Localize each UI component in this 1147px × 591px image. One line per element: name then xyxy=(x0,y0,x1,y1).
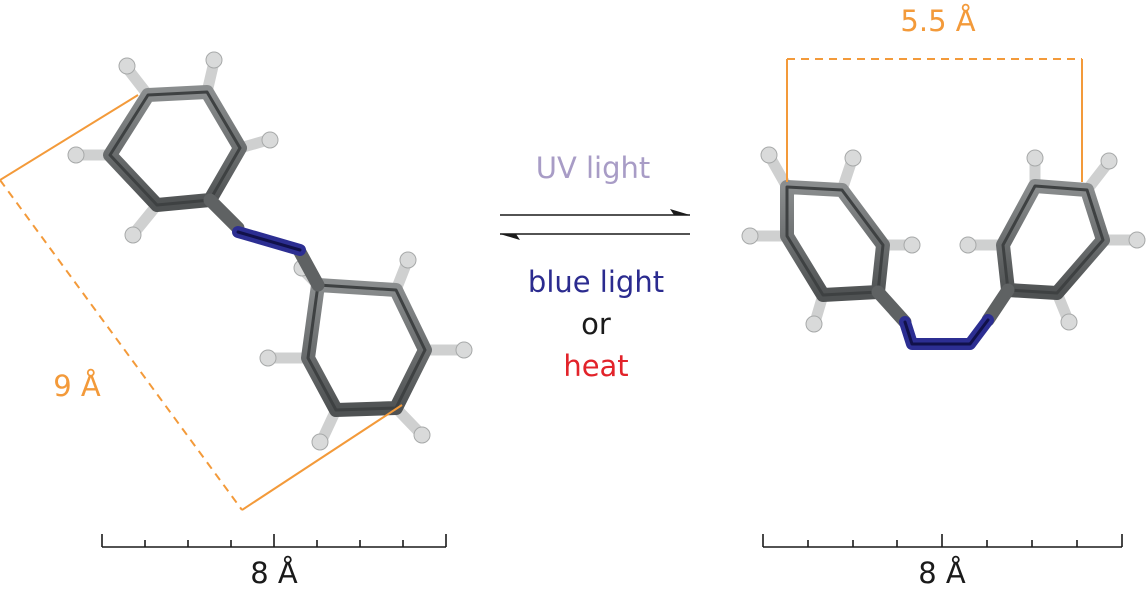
left-half-arrow-icon xyxy=(500,233,690,240)
right-half-arrow-icon xyxy=(500,209,690,216)
cis-distance-label: 5.5 Å xyxy=(900,4,975,38)
reverse-condition-heat: heat xyxy=(563,349,628,383)
trans-scale-bar xyxy=(101,534,447,548)
trans-azobenzene-molecule xyxy=(67,51,473,451)
reverse-condition-or: or xyxy=(581,307,611,341)
trans-distance-bracket xyxy=(0,94,403,511)
cis-scale-bar xyxy=(762,534,1123,548)
cis-scale-label: 8 Å xyxy=(918,556,966,587)
trans-distance-label: 9 Å xyxy=(53,369,101,403)
forward-condition-label: UV light xyxy=(536,151,651,185)
trans-scale-label: 8 Å xyxy=(250,556,298,587)
cis-azobenzene-molecule xyxy=(741,146,1146,350)
cis-distance-bracket xyxy=(786,58,1083,182)
reverse-condition-blue-light: blue light xyxy=(528,265,664,299)
